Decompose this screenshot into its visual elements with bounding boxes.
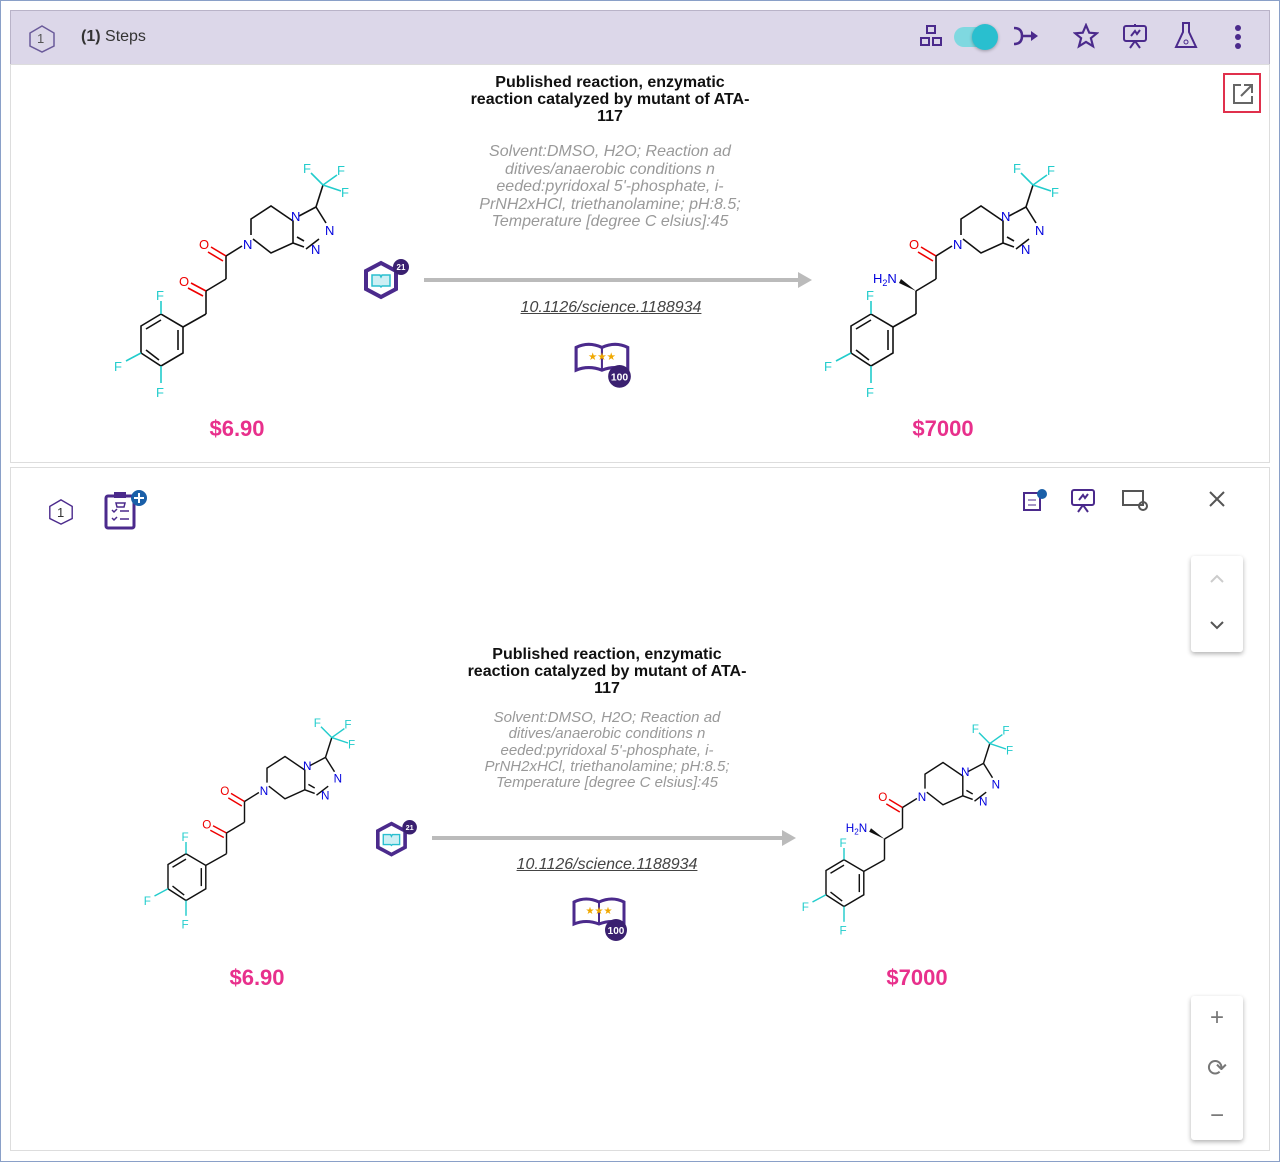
toggle-knob: [972, 24, 998, 50]
display-settings-icon[interactable]: [1121, 488, 1151, 514]
reset-zoom-icon[interactable]: ⟳: [1206, 1055, 1228, 1082]
presentation-icon[interactable]: [1069, 486, 1097, 514]
literature-score-icon[interactable]: [573, 339, 635, 391]
page-title: (1) Steps: [81, 28, 146, 46]
presentation-icon[interactable]: [1121, 22, 1149, 50]
hierarchy-icon[interactable]: [919, 24, 943, 48]
steps-count: (1): [81, 28, 101, 45]
step-hexagon-icon: [29, 25, 55, 53]
flask-icon[interactable]: [1173, 21, 1199, 51]
zoom-controls: + ⟳ −: [1191, 996, 1243, 1140]
reaction-conditions: Solvent:DMSO, H2O; Reaction ad ditives/a…: [484, 709, 730, 792]
more-vert-icon[interactable]: [1231, 23, 1245, 51]
zoom-in-icon[interactable]: +: [1209, 1004, 1224, 1031]
reactant-structure[interactable]: [111, 161, 361, 411]
reaction-panel-overview: $6.90 Published reaction, enzymatic reac…: [10, 64, 1270, 463]
literature-score-icon[interactable]: [571, 894, 631, 944]
product-structure[interactable]: [799, 713, 1024, 938]
product-structure[interactable]: [821, 151, 1071, 401]
reference-book-icon[interactable]: [361, 259, 411, 303]
reactant-structure[interactable]: [141, 716, 366, 941]
step-hexagon-icon: [49, 499, 73, 525]
doi-link[interactable]: 10.1126/science.1188934: [520, 299, 702, 316]
chevron-down-icon[interactable]: [1209, 620, 1225, 630]
product-price: $7000: [912, 416, 974, 441]
route-merge-icon[interactable]: [1011, 24, 1039, 48]
reactant-price: $6.90: [209, 416, 265, 441]
reaction-arrow: [424, 272, 812, 288]
chevron-up-icon[interactable]: [1209, 574, 1225, 584]
steps-label: Steps: [105, 28, 146, 45]
reaction-title: Published reaction, enzymatic reaction c…: [467, 646, 747, 697]
reaction-title: Published reaction, enzymatic reaction c…: [470, 74, 750, 125]
zoom-out-icon[interactable]: −: [1209, 1102, 1224, 1129]
doi-link[interactable]: 10.1126/science.1188934: [516, 856, 698, 873]
steps-header: 1 (1) Steps: [10, 10, 1270, 65]
reaction-detail-panel: 1 $6.90 Published reaction, enzymatic re…: [10, 467, 1270, 1151]
add-to-cart-list-icon[interactable]: [103, 488, 149, 532]
reaction-arrow: [432, 830, 796, 846]
step-navigator: [1191, 556, 1243, 652]
reference-book-icon[interactable]: [373, 820, 419, 860]
product-price: $7000: [886, 965, 948, 990]
detail-step-number: 1: [57, 505, 65, 520]
open-external-button[interactable]: [1223, 73, 1261, 113]
step-number: 1: [37, 31, 45, 46]
reaction-conditions: Solvent:DMSO, H2O; Reaction ad ditives/a…: [479, 143, 741, 230]
add-list-icon[interactable]: [1021, 488, 1049, 512]
close-icon[interactable]: [1207, 489, 1227, 509]
view-toggle[interactable]: [954, 24, 998, 50]
reactant-price: $6.90: [229, 965, 285, 990]
open-in-new-icon: [1233, 84, 1253, 104]
star-icon[interactable]: [1073, 23, 1099, 49]
